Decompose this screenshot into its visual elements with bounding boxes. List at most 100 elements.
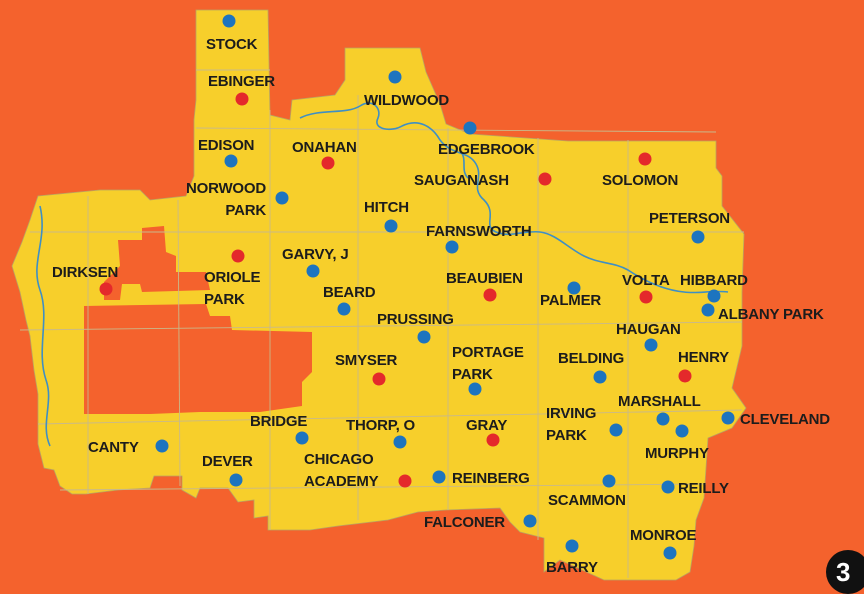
wildwood-label-line: WILDWOOD [364,92,449,109]
monroe-marker[interactable] [664,547,677,560]
dirksen-label-line: DIRKSEN [52,264,118,281]
farnsworth-marker[interactable] [446,241,459,254]
sauganash-marker[interactable] [539,173,552,186]
bridge-label: BRIDGE [250,413,307,430]
irving-park-marker[interactable] [610,424,623,437]
hitch-label-line: HITCH [364,199,409,216]
ebinger-marker[interactable] [236,93,249,106]
edgebrook-marker[interactable] [464,122,477,135]
reilly-marker[interactable] [662,481,675,494]
farnsworth-label-line: FARNSWORTH [426,223,532,240]
norwood-park-label-line: NORWOOD [186,180,266,197]
portage-park-marker[interactable] [469,383,482,396]
albany-park-marker[interactable] [702,304,715,317]
reilly-label: REILLY [678,480,729,497]
albany-park-label: ALBANY PARK [718,306,824,323]
dever-label: DEVER [202,453,253,470]
solomon-label-line: SOLOMON [602,172,678,189]
falconer-label: FALCONER [424,514,505,531]
chicago-academy-marker[interactable] [399,475,412,488]
chicago-academy-label-line: CHICAGO [304,451,374,468]
scammon-label-line: SCAMMON [548,492,626,509]
oriole-park-label-line: ORIOLE [204,269,260,286]
bridge-label-line: BRIDGE [250,413,307,430]
gray-label-line: GRAY [466,417,507,434]
thorp-o-label-line: THORP, O [346,417,416,434]
solomon-marker[interactable] [639,153,652,166]
scammon-marker[interactable] [603,475,616,488]
hitch-marker[interactable] [385,220,398,233]
haugan-marker[interactable] [645,339,658,352]
henry-label: HENRY [678,349,729,366]
onahan-marker[interactable] [322,157,335,170]
smyser-label: SMYSER [335,352,398,369]
onahan-label-line: ONAHAN [292,139,357,156]
albany-park-label-line: ALBANY PARK [718,306,824,323]
monroe-label: MONROE [630,527,696,544]
thorp-o-marker[interactable] [394,436,407,449]
dever-marker[interactable] [230,474,243,487]
edison-marker[interactable] [225,155,238,168]
belding-label-line: BELDING [558,350,624,367]
farnsworth-label: FARNSWORTH [426,223,532,240]
murphy-label-line: MURPHY [645,445,709,462]
garvy-j-label: GARVY, J [282,246,349,263]
solomon-label: SOLOMON [602,172,678,189]
irving-park-label-line: IRVING [546,405,596,422]
monroe-label-line: MONROE [630,527,696,544]
hibbard-marker[interactable] [708,290,721,303]
canty-label-line: CANTY [88,439,139,456]
page-number-badge: 3 [826,550,864,594]
wildwood-label: WILDWOOD [364,92,449,109]
irving-park-label-line: PARK [546,427,587,444]
stock-marker[interactable] [223,15,236,28]
sauganash-label-line: SAUGANASH [414,172,509,189]
garvy-j-label-line: GARVY, J [282,246,349,263]
norwood-park-marker[interactable] [276,192,289,205]
murphy-label: MURPHY [645,445,709,462]
edison-label: EDISON [198,137,254,154]
wildwood-marker[interactable] [389,71,402,84]
beard-label-line: BEARD [323,284,376,301]
murphy-marker[interactable] [676,425,689,438]
ebinger-label: EBINGER [208,73,275,90]
gray-marker[interactable] [487,434,500,447]
smyser-marker[interactable] [373,373,386,386]
reinberg-marker[interactable] [433,471,446,484]
dirksen-marker[interactable] [100,283,113,296]
ebinger-label-line: EBINGER [208,73,275,90]
portage-park-label-line: PARK [452,366,493,383]
edgebrook-label: EDGEBROOK [438,141,535,158]
portage-park-label-line: PORTAGE [452,344,524,361]
marshall-marker[interactable] [657,413,670,426]
canty-label: CANTY [88,439,139,456]
volta-marker[interactable] [640,291,653,304]
thorp-o-label: THORP, O [346,417,416,434]
henry-marker[interactable] [679,370,692,383]
volta-label-line: VOLTA [622,272,670,289]
falconer-label-line: FALCONER [424,514,505,531]
falconer-marker[interactable] [524,515,537,528]
edison-label-line: EDISON [198,137,254,154]
gray-label: GRAY [466,417,507,434]
onahan-label: ONAHAN [292,139,357,156]
hibbard-label: HIBBARD [680,272,748,289]
edgebrook-label-line: EDGEBROOK [438,141,535,158]
garvy-j-marker[interactable] [307,265,320,278]
canty-marker[interactable] [156,440,169,453]
cleveland-marker[interactable] [722,412,735,425]
stock-label-line: STOCK [206,36,258,53]
oriole-park-marker[interactable] [232,250,245,263]
bridge-marker[interactable] [296,432,309,445]
belding-marker[interactable] [594,371,607,384]
beaubien-marker[interactable] [484,289,497,302]
hitch-label: HITCH [364,199,409,216]
prussing-marker[interactable] [418,331,431,344]
palmer-label: PALMER [540,292,601,309]
barry-marker[interactable] [566,540,579,553]
dever-label-line: DEVER [202,453,253,470]
beard-marker[interactable] [338,303,351,316]
prussing-label-line: PRUSSING [377,311,454,328]
scammon-label: SCAMMON [548,492,626,509]
peterson-marker[interactable] [692,231,705,244]
